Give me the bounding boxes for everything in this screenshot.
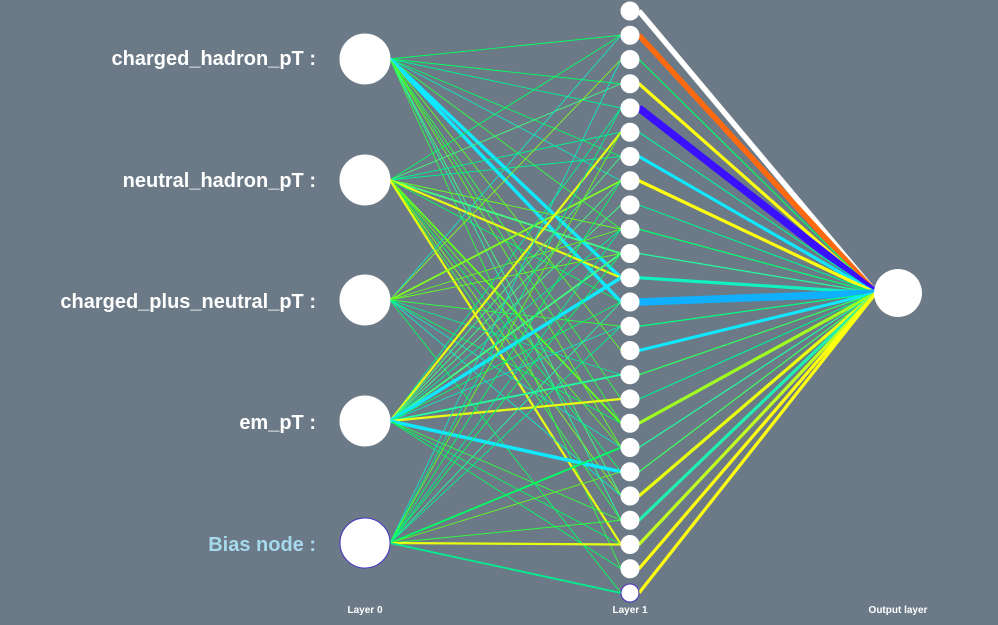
hidden-node [620,438,640,457]
input-hidden-link [389,325,622,544]
hidden-node [620,341,640,360]
hidden-output-link [638,276,877,295]
hidden-node [620,171,640,191]
hidden-output-link [638,228,877,294]
input-hidden-link [389,179,622,448]
input-hidden-link [389,180,622,544]
input-hidden-link [389,58,622,182]
hidden-node [620,486,640,506]
hidden-node [620,413,640,433]
hidden-node [620,535,640,554]
hidden-output-link [637,291,878,498]
input-hidden-link [389,34,622,60]
input-hidden-link [389,519,622,544]
input-hidden-link [389,34,622,181]
hidden-node [620,365,640,385]
hidden-output-link [638,292,877,376]
hidden-output-link [637,291,878,546]
hidden-output-link [638,289,877,306]
hidden-output-link [637,291,878,522]
hidden-node [620,122,640,142]
input-hidden-link [389,59,622,301]
hidden-output-link [638,291,877,425]
hidden-output-link [638,252,877,294]
input-hidden-link [389,471,622,544]
hidden-output-link [638,155,877,295]
input-hidden-link [389,397,622,423]
input-hidden-link [389,446,622,544]
layer-label-output: Output layer [868,605,928,616]
input-hidden-link [389,301,622,544]
input-label-charged-plus-neutral-pt: charged_plus_neutral_pT : [60,291,316,313]
hidden-output-link [638,292,877,473]
input-hidden-connections [388,34,623,594]
input-node [339,33,391,85]
input-hidden-link [389,59,622,544]
hidden-output-link [636,105,879,296]
hidden-output-link [638,204,877,294]
hidden-output-link [638,179,877,295]
input-hidden-link [389,541,622,546]
input-hidden-link [389,107,622,544]
hidden-output-link [638,292,877,327]
input-label-neutral-hadron-pt: neutral_hadron_pT : [122,170,316,192]
hidden-node [620,244,640,263]
layer-label-hidden: Layer 1 [612,605,648,616]
hidden-node [620,219,640,239]
hidden-node [620,316,640,336]
hidden-node [620,559,640,579]
network-nodes [339,1,922,603]
hidden-node [620,1,640,21]
input-hidden-link [389,34,622,301]
layer-label-input: Layer 0 [347,605,383,616]
input-hidden-link [389,542,622,594]
input-node [339,154,391,206]
input-hidden-link [389,253,622,544]
hidden-node [620,195,640,215]
hidden-node [620,462,640,482]
input-node [339,274,391,326]
input-hidden-link [389,58,622,85]
input-label-charged-hadron-pt: charged_hadron_pT : [111,48,316,70]
hidden-node [620,268,640,288]
input-node [339,395,391,447]
input-hidden-link [389,276,622,423]
input-hidden-link [389,420,622,521]
input-hidden-link [389,107,622,422]
input-hidden-link [389,228,622,544]
input-label-bias-node: Bias node : [208,534,316,556]
input-hidden-link [389,132,622,544]
hidden-output-connections [636,9,879,594]
hidden-node [620,510,640,530]
hidden-node [620,98,640,118]
bias-node [339,517,391,569]
input-hidden-link [389,58,622,109]
hidden-output-link [638,292,877,449]
input-hidden-link [389,58,622,448]
hidden-output-link [636,33,879,295]
hidden-node [620,74,640,94]
hidden-node [620,583,640,603]
hidden-node [620,147,640,166]
hidden-node [620,292,640,312]
hidden-output-link [637,292,878,594]
hidden-output-link [637,291,878,570]
hidden-output-link [638,291,877,353]
input-hidden-link [389,179,622,230]
hidden-output-link [638,292,877,400]
input-hidden-link [389,58,622,230]
input-label-em-pt: em_pT : [239,412,316,434]
hidden-output-link [638,131,877,294]
hidden-node [620,50,640,69]
hidden-node [620,389,640,409]
hidden-output-link [638,59,877,294]
output-node [874,269,922,317]
hidden-node [620,25,640,45]
